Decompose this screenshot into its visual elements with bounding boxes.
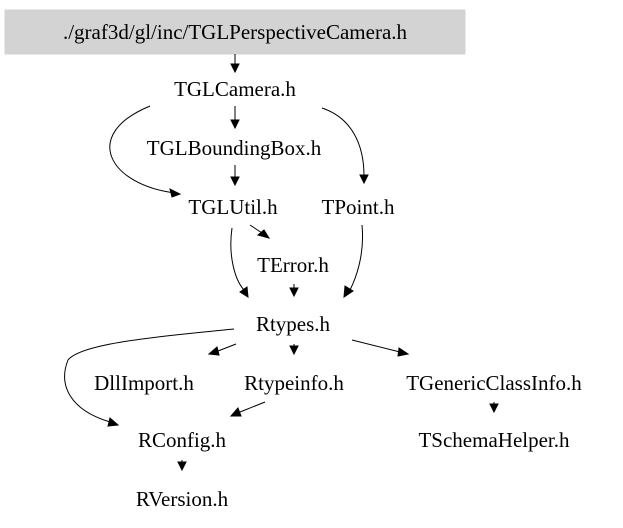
- node-rversion[interactable]: RVersion.h: [136, 487, 229, 511]
- edge-util-error: [249, 224, 263, 234]
- arrowhead: [256, 229, 271, 239]
- arrowhead: [229, 407, 242, 417]
- arrowhead: [397, 347, 410, 357]
- arrowhead: [177, 461, 187, 472]
- arrowhead: [489, 403, 499, 414]
- edge-rtypes-gci: [351, 339, 401, 353]
- arrowhead: [230, 119, 240, 130]
- node-rtypeinfo[interactable]: Rtypeinfo.h: [244, 371, 344, 395]
- arrowhead: [289, 287, 299, 298]
- edge-camera-util: [109, 105, 176, 194]
- node-tpoint[interactable]: TPoint.h: [322, 195, 395, 219]
- edge-camera-point: [321, 107, 365, 177]
- node-terror[interactable]: TError.h: [257, 253, 329, 277]
- arrowhead: [169, 188, 182, 198]
- nodes: TGLCamera.h TGLBoundingBox.h TGLUtil.h T…: [94, 77, 582, 511]
- node-tgenericclassinfo[interactable]: TGenericClassInfo.h: [406, 371, 582, 395]
- node-tglcamera[interactable]: TGLCamera.h: [174, 77, 296, 101]
- edge-point-rtypes: [349, 224, 364, 291]
- node-tglboundingbox[interactable]: TGLBoundingBox.h: [147, 136, 322, 160]
- edges: [64, 54, 499, 472]
- root-node-label: ./graf3d/gl/inc/TGLPerspectiveCamera.h: [63, 20, 408, 44]
- edge-rtypes-dllimport: [217, 343, 237, 352]
- node-dllimport[interactable]: DllImport.h: [94, 371, 194, 395]
- node-root[interactable]: ./graf3d/gl/inc/TGLPerspectiveCamera.h: [4, 9, 466, 55]
- arrowhead: [230, 63, 240, 74]
- edge-util-rtypes: [230, 227, 245, 291]
- arrowhead: [289, 345, 299, 356]
- edge-rtypeinfo-rconfig: [239, 401, 266, 413]
- arrowhead: [107, 417, 120, 427]
- arrowhead: [359, 174, 369, 185]
- arrowhead: [230, 176, 240, 187]
- node-tglutil[interactable]: TGLUtil.h: [188, 195, 278, 219]
- edge-rtypes-rconfig: [64, 328, 235, 423]
- arrowhead: [239, 286, 249, 298]
- node-rtypes[interactable]: Rtypes.h: [256, 312, 331, 336]
- arrowhead: [207, 346, 220, 356]
- arrowhead: [343, 285, 354, 298]
- node-tschemahelper[interactable]: TSchemaHelper.h: [418, 428, 570, 452]
- root-node-box: [4, 9, 466, 55]
- node-rconfig[interactable]: RConfig.h: [138, 428, 227, 452]
